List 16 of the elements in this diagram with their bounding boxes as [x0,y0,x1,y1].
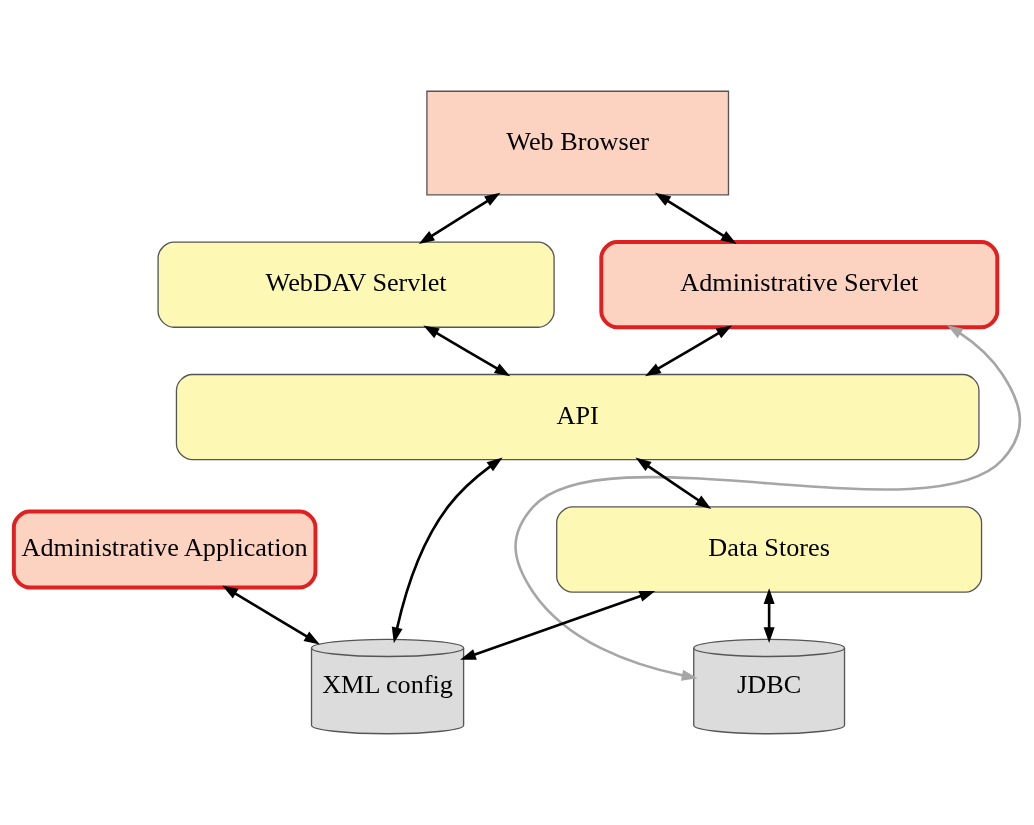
arrow [460,590,656,660]
arrow [418,192,501,245]
arrow [645,325,732,377]
arrow [635,457,712,509]
arrow [391,457,503,644]
arrow [654,192,737,245]
node-box: Administrative Application [11,509,318,590]
arrow [763,588,775,643]
node-box: Administrative Servlet [599,240,1000,330]
node-box: Data Stores [556,506,983,593]
arrow [514,325,1021,681]
arrow [222,585,320,645]
node-box: API [175,373,980,461]
arrow [423,325,511,377]
node-box: Web Browser [426,90,730,196]
node-box: WebDAV Servlet [157,241,555,328]
